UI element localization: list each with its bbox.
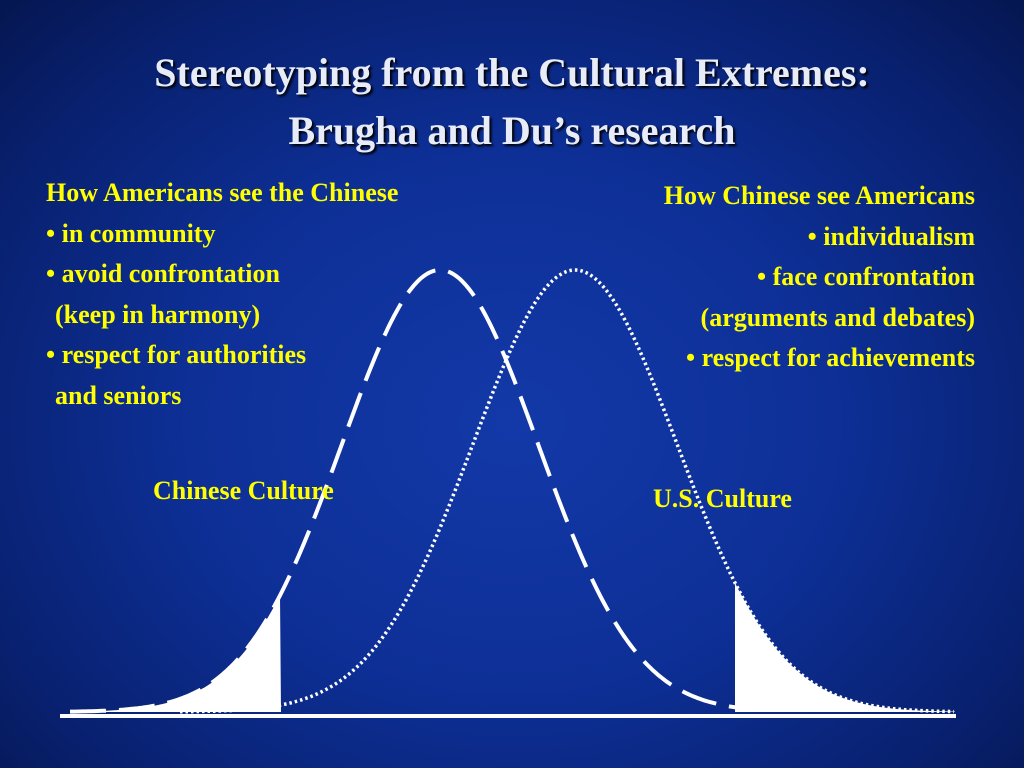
americans-view-item: • avoid confrontation (46, 259, 280, 288)
americans-view-item: • in community (46, 218, 216, 248)
americans-view-item: and seniors (55, 380, 182, 410)
chinese-view-heading: How Chinese see Americans (663, 181, 975, 210)
us-culture-label: U.S. Culture (653, 484, 792, 513)
chinese-culture-label: Chinese Culture (153, 476, 334, 505)
title-line-2: Brugha and Du’s research (288, 108, 736, 153)
chinese-view-item: • respect for achievements (686, 343, 975, 372)
americans-view-item: • respect for authorities (46, 340, 307, 369)
chinese-view-item: • individualism (807, 221, 975, 251)
americans-view-heading: How Americans see the Chinese (46, 178, 399, 207)
slide-title: Stereotyping from the Cultural Extremes:… (0, 44, 1024, 160)
us-culture-dotted-curve (179, 268, 955, 714)
americans-view-item: (keep in harmony) (55, 299, 261, 329)
chinese-extreme-tail-shading (72, 595, 281, 712)
americans-view-block: How Americans see the Chinese • in commu… (46, 173, 398, 416)
us-extreme-tail-shading (735, 582, 955, 712)
chinese-view-block: How Chinese see Americans • individualis… (664, 176, 975, 379)
chinese-view-item: (arguments and debates) (700, 302, 975, 332)
chinese-view-item: • face confrontation (756, 262, 975, 291)
chinese-culture-dashed-curve (70, 267, 761, 714)
title-line-1: Stereotyping from the Cultural Extremes: (154, 50, 870, 95)
